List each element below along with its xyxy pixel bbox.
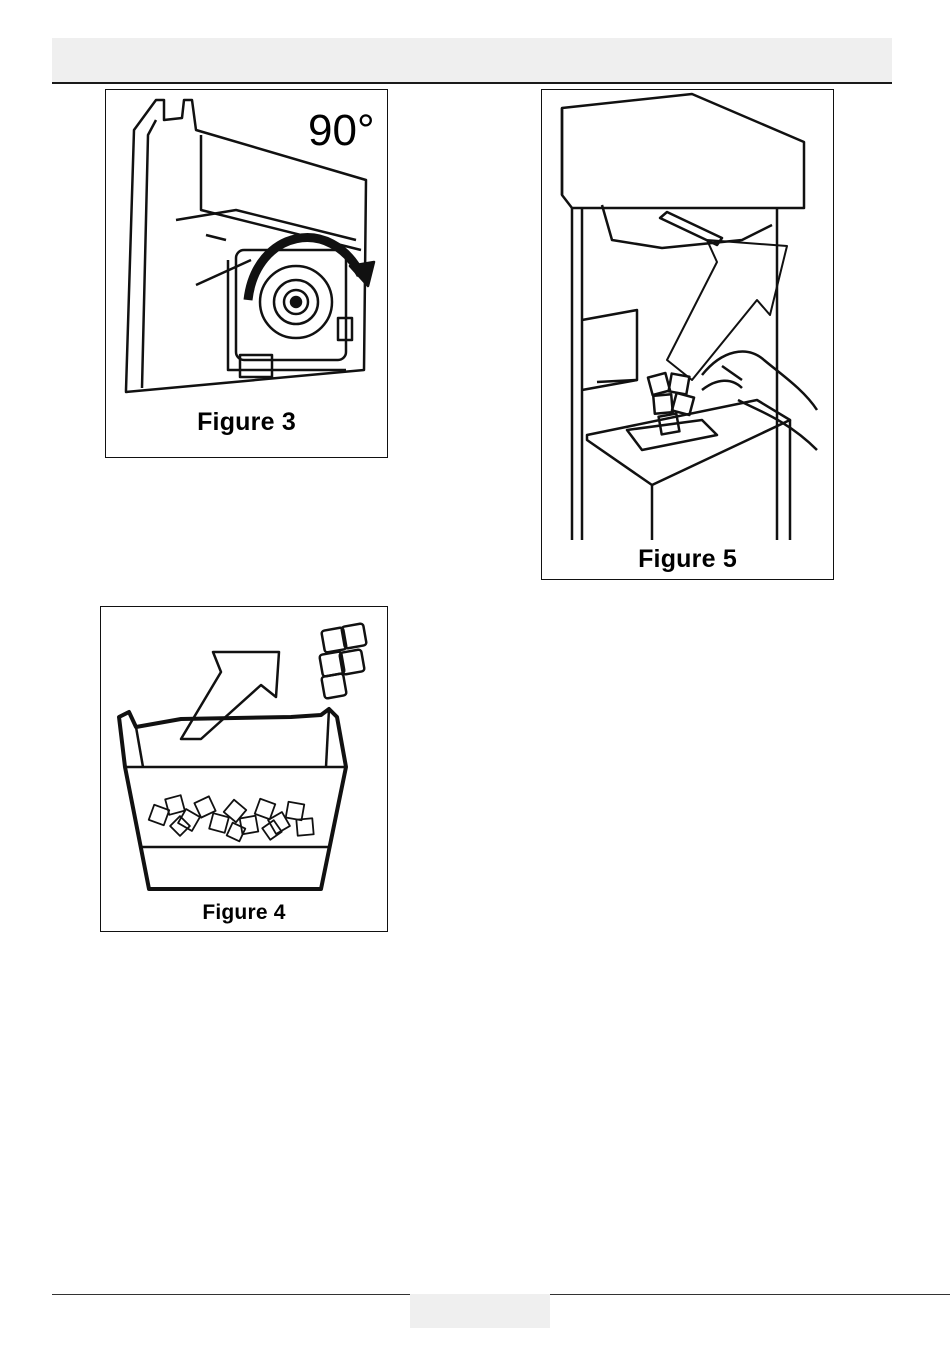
figure-3: 90° Figure 3 xyxy=(105,89,388,458)
figure-5: Figure 5 xyxy=(541,89,834,580)
figure-4-illustration xyxy=(101,607,388,932)
page-footer-box xyxy=(410,1294,550,1328)
rotation-angle-label: 90° xyxy=(308,106,375,156)
figure-5-illustration xyxy=(542,90,834,580)
figure-4: Figure 4 xyxy=(100,606,388,932)
figure-3-caption: Figure 3 xyxy=(106,408,387,437)
figure-4-caption: Figure 4 xyxy=(101,901,387,925)
figure-5-caption: Figure 5 xyxy=(542,545,833,574)
header-divider xyxy=(52,82,892,84)
page-header-bar xyxy=(52,38,892,82)
